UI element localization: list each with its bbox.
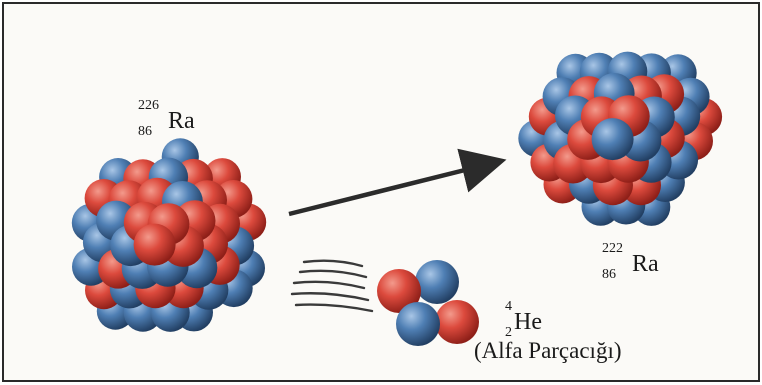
motion-lines xyxy=(292,261,372,311)
daughter-atomic-number: 86 xyxy=(602,268,616,282)
daughter-mass-number: 222 xyxy=(602,242,623,256)
daughter-symbol: Ra xyxy=(632,252,659,276)
alpha-neutron-sphere xyxy=(396,302,440,346)
decay-scene xyxy=(4,4,758,380)
alpha-label: 4 2 He xyxy=(498,300,542,340)
parent-isotope-numbers: 226 86 xyxy=(138,99,168,139)
parent-label: 226 86 Ra xyxy=(138,99,195,139)
daughter-label: 222 86 Ra xyxy=(602,242,659,282)
neutron-sphere xyxy=(592,118,634,160)
alpha-particle xyxy=(377,260,479,346)
alpha-isotope-numbers: 4 2 xyxy=(498,300,514,340)
radium-226-nucleus xyxy=(72,138,266,332)
decay-arrow xyxy=(289,164,489,214)
parent-mass-number: 226 xyxy=(138,99,159,113)
alpha-neutron-sphere xyxy=(415,260,459,304)
daughter-isotope-numbers: 222 86 xyxy=(602,242,632,282)
parent-atomic-number: 86 xyxy=(138,125,152,139)
alpha-symbol: He xyxy=(514,310,542,334)
alpha-caption: (Alfa Parçacığı) xyxy=(474,338,622,364)
alpha-mass-number: 4 xyxy=(505,300,512,314)
alpha-proton-sphere xyxy=(435,300,479,344)
proton-sphere xyxy=(134,224,176,266)
parent-symbol: Ra xyxy=(168,109,195,133)
radium-222-nucleus xyxy=(518,52,722,226)
